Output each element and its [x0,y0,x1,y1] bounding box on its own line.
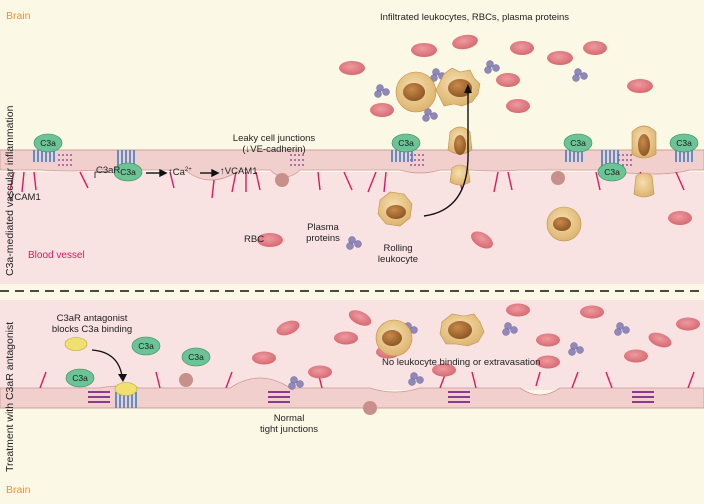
leaky-junctions-label: Leaky cell junctions (↓VE-cadherin) [226,133,322,156]
plasma-line-1: Plasma [307,222,339,233]
c3ar-receptor-bottom [115,392,137,408]
infiltrated-label: Infiltrated leukocytes, RBCs, plasma pro… [380,12,570,23]
rolling-leukocyte-label: Rolling leukocyte [370,243,426,266]
blood-vessel-label: Blood vessel [28,250,85,261]
endothelial-nucleus [275,173,289,187]
c3a-label: C3a [138,341,154,351]
calcium-text: Ca [172,167,185,179]
c3a-label: C3a [72,373,88,383]
c3a-label: C3a [570,138,586,148]
brain-label-bottom: Brain [6,484,31,496]
endothelial-nucleus [551,171,565,185]
calcium-charge: 2+ [184,167,192,173]
extravasation-arrowhead [464,84,472,93]
antagonist-bound [114,382,138,396]
c3a-label: C3a [120,167,136,177]
side-label-bottom: Treatment with C3aR antagonist [4,321,16,472]
calcium-label: ↑Ca2+ [168,167,192,179]
side-label-top: C3a-mediated vascular inflammation [4,105,16,276]
c3a-molecules-top: C3a C3a C3a C3a C3a C3a [33,133,699,182]
plasma-proteins-top [346,60,588,250]
c3a-label: C3a [398,138,414,148]
normal-tight-junctions [88,391,654,403]
extravasation-arrow [423,92,469,217]
no-binding-label: No leukocyte binding or extravasation [382,357,541,368]
vcam1-label: VCAM1 [8,192,41,203]
antagonist-free [64,337,88,351]
rbc-label: RBC [244,234,265,245]
red-blood-cells-top [257,34,692,249]
normal-line-2: tight junctions [259,423,319,435]
endothelial-nucleus [179,373,193,387]
leukocytes-top [377,67,657,242]
plasma-proteins-label: Plasma proteins [298,222,348,245]
c3ar-receptors-top [33,150,693,168]
vessel-lumen-top [0,172,704,284]
leukocytes-bottom [375,313,485,357]
antagonist-label: C3aR antagonist blocks C3a binding [42,313,142,336]
signaling-arrows [146,168,220,178]
rolling-line-1: Rolling [383,243,413,254]
red-blood-cells-bottom [252,303,700,379]
c3a-label: C3a [676,138,692,148]
brain-label-top: Brain [6,10,31,22]
c3ar-pointer [94,171,109,178]
leaky-line-1: Leaky cell junctions [232,133,316,144]
c3a-label: C3a [604,167,620,177]
rolling-line-2: leukocyte [377,253,419,265]
normal-line-1: Normal [273,413,305,424]
leaky-line-2: (↓VE-cadherin) [242,143,306,155]
endothelial-nucleus [363,401,377,415]
antag-line-1: C3aR antagonist [56,313,128,324]
c3a-label: C3a [188,352,204,362]
up-arrow-icon: ↑ [220,166,225,177]
c3a-molecules-bottom: C3a C3a C3a [65,336,211,388]
vcam1-upregulation-label: ↑VCAM1 [220,166,258,178]
vcam1-text: VCAM1 [224,166,258,177]
antag-line-2: blocks C3a binding [51,323,133,335]
vcam1-molecules [9,171,685,199]
c3ar-label: C3aR [96,165,121,176]
plasma-line-2: proteins [306,232,340,244]
up-arrow-icon: ↑ [168,167,173,179]
c3a-label: C3a [40,138,56,148]
antagonist-arrowhead [118,374,127,382]
normal-junctions-label: Normal tight junctions [244,413,334,436]
antagonist-arrow [91,349,123,377]
